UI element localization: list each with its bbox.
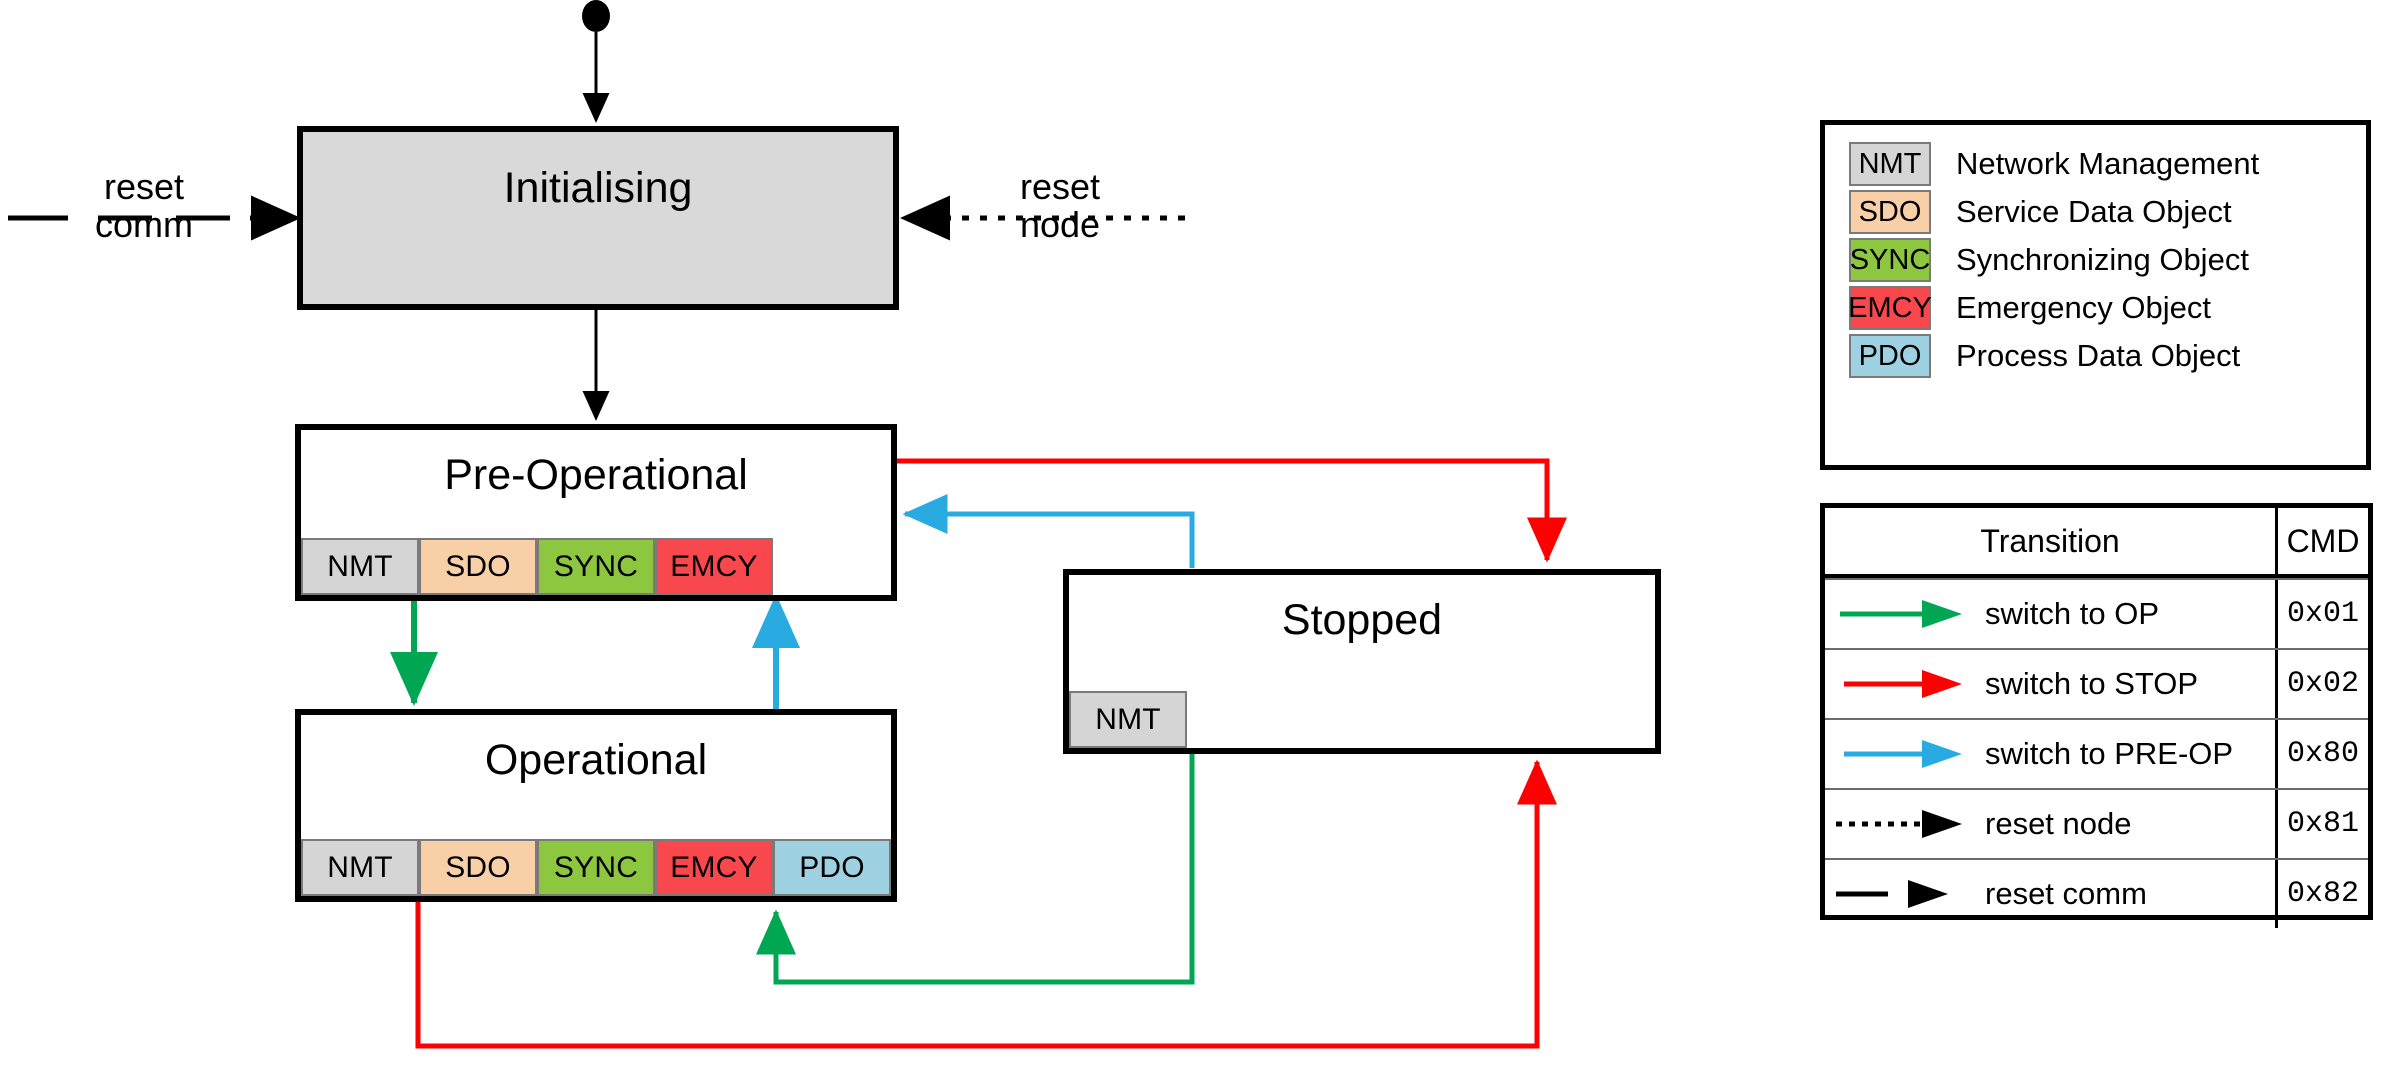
transition-cell: reset node — [1825, 790, 2275, 858]
transition-cell: switch to OP — [1825, 580, 2275, 648]
service-tag-pdo: PDO — [773, 839, 891, 896]
state-stopped-title: Stopped — [1281, 596, 1443, 644]
dotted-arrow-icon — [1825, 807, 1985, 841]
legend-description-nmt: Network Management — [1956, 146, 2260, 181]
transition-cell: reset comm — [1825, 860, 2275, 928]
transition-label: switch to PRE-OP — [1985, 736, 2234, 771]
cmd-value: 0x80 — [2275, 720, 2368, 788]
legend-description-pdo: Process Data Object — [1956, 338, 2241, 373]
service-tag-sdo: SDO — [419, 538, 537, 595]
legend-description-sdo: Service Data Object — [1956, 194, 2232, 229]
legend-swatch-nmt: NMT — [1849, 142, 1931, 186]
edge-stopped-to-preop — [902, 494, 1195, 568]
transition-cell: switch to PRE-OP — [1825, 720, 2275, 788]
cmd-value: 0x81 — [2275, 790, 2368, 858]
state-initialising-title: Initialising — [503, 164, 693, 212]
legend-description-sync: Synchronizing Object — [1956, 242, 2249, 277]
service-tag-nmt: NMT — [301, 538, 419, 595]
legend-row-sdo: SDO Service Data Object — [1825, 189, 2366, 235]
state-initialising[interactable]: Initialising — [297, 126, 899, 310]
table-row[interactable]: reset node 0x81 — [1825, 788, 2368, 858]
legend-row-sync: SYNC Synchronizing Object — [1825, 237, 2366, 283]
legend-row-pdo: PDO Process Data Object — [1825, 333, 2366, 379]
reset-node-label: reset node — [970, 168, 1150, 244]
red-arrow-icon — [1825, 667, 1985, 701]
table-header-row: Transition CMD — [1825, 508, 2368, 578]
table-row[interactable]: reset comm 0x82 — [1825, 858, 2368, 928]
cmd-value: 0x02 — [2275, 650, 2368, 718]
green-arrow-icon — [1825, 597, 1985, 631]
transition-label: reset node — [1985, 806, 2132, 841]
transition-label: switch to STOP — [1985, 666, 2199, 701]
service-tag-sdo: SDO — [419, 839, 537, 896]
transition-label: reset comm — [1985, 876, 2147, 911]
table-row[interactable]: switch to STOP 0x02 — [1825, 648, 2368, 718]
reset-comm-label-line2: comm — [95, 203, 193, 245]
reset-comm-label: reset comm — [54, 168, 234, 244]
table-row[interactable]: switch to PRE-OP 0x80 — [1825, 718, 2368, 788]
service-tag-emcy: EMCY — [655, 538, 773, 595]
start-node-dot — [582, 0, 610, 32]
service-tag-sync: SYNC — [537, 839, 655, 896]
legend-swatch-emcy: EMCY — [1848, 286, 1932, 330]
reset-node-label-line1: reset — [1019, 166, 1101, 207]
state-operational-title: Operational — [484, 736, 708, 784]
service-tag-nmt: NMT — [1069, 691, 1187, 748]
table-header-transition: Transition — [1980, 522, 2120, 559]
reset-node-label-line2: node — [1019, 203, 1101, 245]
service-tag-emcy: EMCY — [655, 839, 773, 896]
table-header-cmd: CMD — [2275, 508, 2368, 574]
table-row[interactable]: switch to OP 0x01 — [1825, 578, 2368, 648]
legend-description-emcy: Emergency Object — [1956, 290, 2211, 325]
service-tag-sync: SYNC — [537, 538, 655, 595]
edge-preop-to-stopped — [896, 458, 1567, 563]
state-stopped-tags: NMT — [1069, 691, 1187, 748]
legend-row-nmt: NMT Network Management — [1825, 141, 2366, 187]
state-stopped[interactable]: Stopped NMT — [1063, 569, 1661, 754]
transition-cell: switch to STOP — [1825, 650, 2275, 718]
legend-row-emcy: EMCY Emergency Object — [1825, 285, 2366, 331]
legend-swatch-sdo: SDO — [1849, 190, 1931, 234]
blue-arrow-icon — [1825, 737, 1985, 771]
dashed-arrow-icon — [1825, 877, 1985, 911]
cmd-value: 0x82 — [2275, 860, 2368, 928]
reset-comm-label-line1: reset — [103, 166, 185, 207]
service-tag-nmt: NMT — [301, 839, 419, 896]
legend-swatch-sync: SYNC — [1849, 238, 1931, 282]
state-pre-operational-title: Pre-Operational — [444, 451, 748, 499]
legend-swatch-pdo: PDO — [1849, 334, 1931, 378]
transition-label: switch to OP — [1985, 596, 2159, 631]
cmd-value: 0x01 — [2275, 580, 2368, 648]
